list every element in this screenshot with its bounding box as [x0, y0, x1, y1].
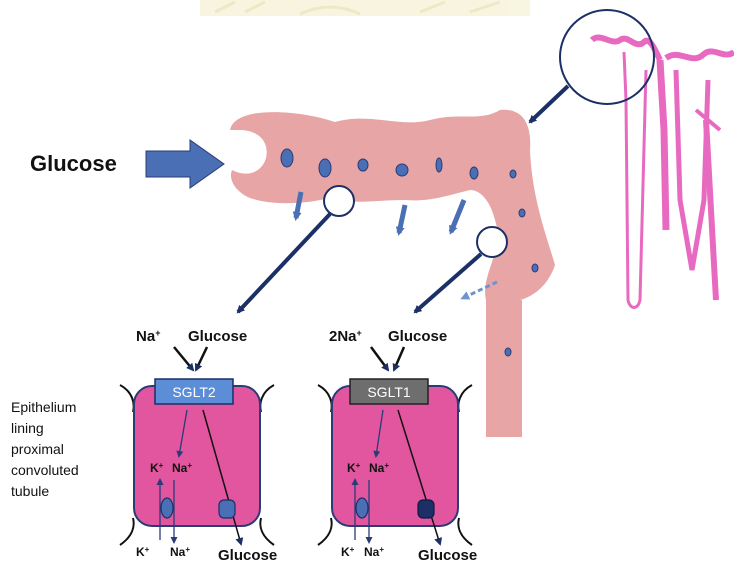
glucose-label: Glucose — [30, 151, 117, 176]
glucose-dot — [319, 159, 331, 177]
na-k-pump — [161, 498, 173, 518]
cell-left: Na+ Glucose SGLT2 K+ Na+ K+ Na+ Glucose — [120, 328, 277, 563]
side-note: Epithelium lining proximal convoluted tu… — [11, 399, 79, 499]
right-top-sugar: Glucose — [388, 328, 447, 345]
glucose-dot — [505, 348, 511, 356]
na-k-pump — [356, 498, 368, 518]
left-bottom-k: K+ — [136, 545, 150, 559]
cell-body — [332, 386, 458, 526]
zoom-circle-right — [477, 227, 507, 257]
glucose-dot — [436, 158, 442, 172]
glucose-dot — [396, 164, 408, 176]
nephron-magnifier — [530, 10, 654, 122]
sglt2-label: SGLT2 — [172, 384, 216, 400]
glucose-dot — [470, 167, 478, 179]
zoom-circle-left — [324, 186, 354, 216]
left-bottom-na: Na+ — [170, 545, 190, 559]
zoom-markers — [238, 186, 507, 312]
nephron-overview — [592, 37, 734, 307]
glucose-dot — [358, 159, 368, 171]
magnifier-arrow — [530, 86, 568, 122]
right-bottom-k: K+ — [341, 545, 355, 559]
watermark-band — [200, 0, 530, 16]
glucose-dot — [510, 170, 516, 178]
side-note-line: tubule — [11, 483, 49, 499]
right-top-ion: 2Na+ — [329, 328, 362, 345]
reabsorption-arrow — [451, 200, 464, 232]
cell-body — [134, 386, 260, 526]
sglt1-label: SGLT1 — [367, 384, 411, 400]
glucose-dot — [519, 209, 525, 217]
glut-channel — [418, 500, 434, 518]
reabsorption-arrow — [399, 205, 405, 233]
glut-channel — [219, 500, 235, 518]
side-note-line: convoluted — [11, 462, 79, 478]
glucose-inflow-arrow — [146, 140, 224, 188]
side-note-line: Epithelium — [11, 399, 76, 415]
magnifier-circle — [560, 10, 654, 104]
glucose-dot — [281, 149, 293, 167]
zoom-arrow-right — [415, 254, 481, 312]
right-bottom-sugar: Glucose — [418, 547, 477, 563]
right-bottom-na: Na+ — [364, 545, 384, 559]
side-note-line: lining — [11, 420, 44, 436]
left-top-ion: Na+ — [136, 328, 160, 345]
side-note-line: proximal — [11, 441, 64, 457]
left-bottom-sugar: Glucose — [218, 547, 277, 563]
glucose-dot — [532, 264, 538, 272]
cell-right: 2Na+ Glucose SGLT1 K+ Na+ K+ Na+ Glucose — [318, 328, 477, 563]
zoom-arrow-left — [238, 214, 330, 312]
left-top-sugar: Glucose — [188, 328, 247, 345]
